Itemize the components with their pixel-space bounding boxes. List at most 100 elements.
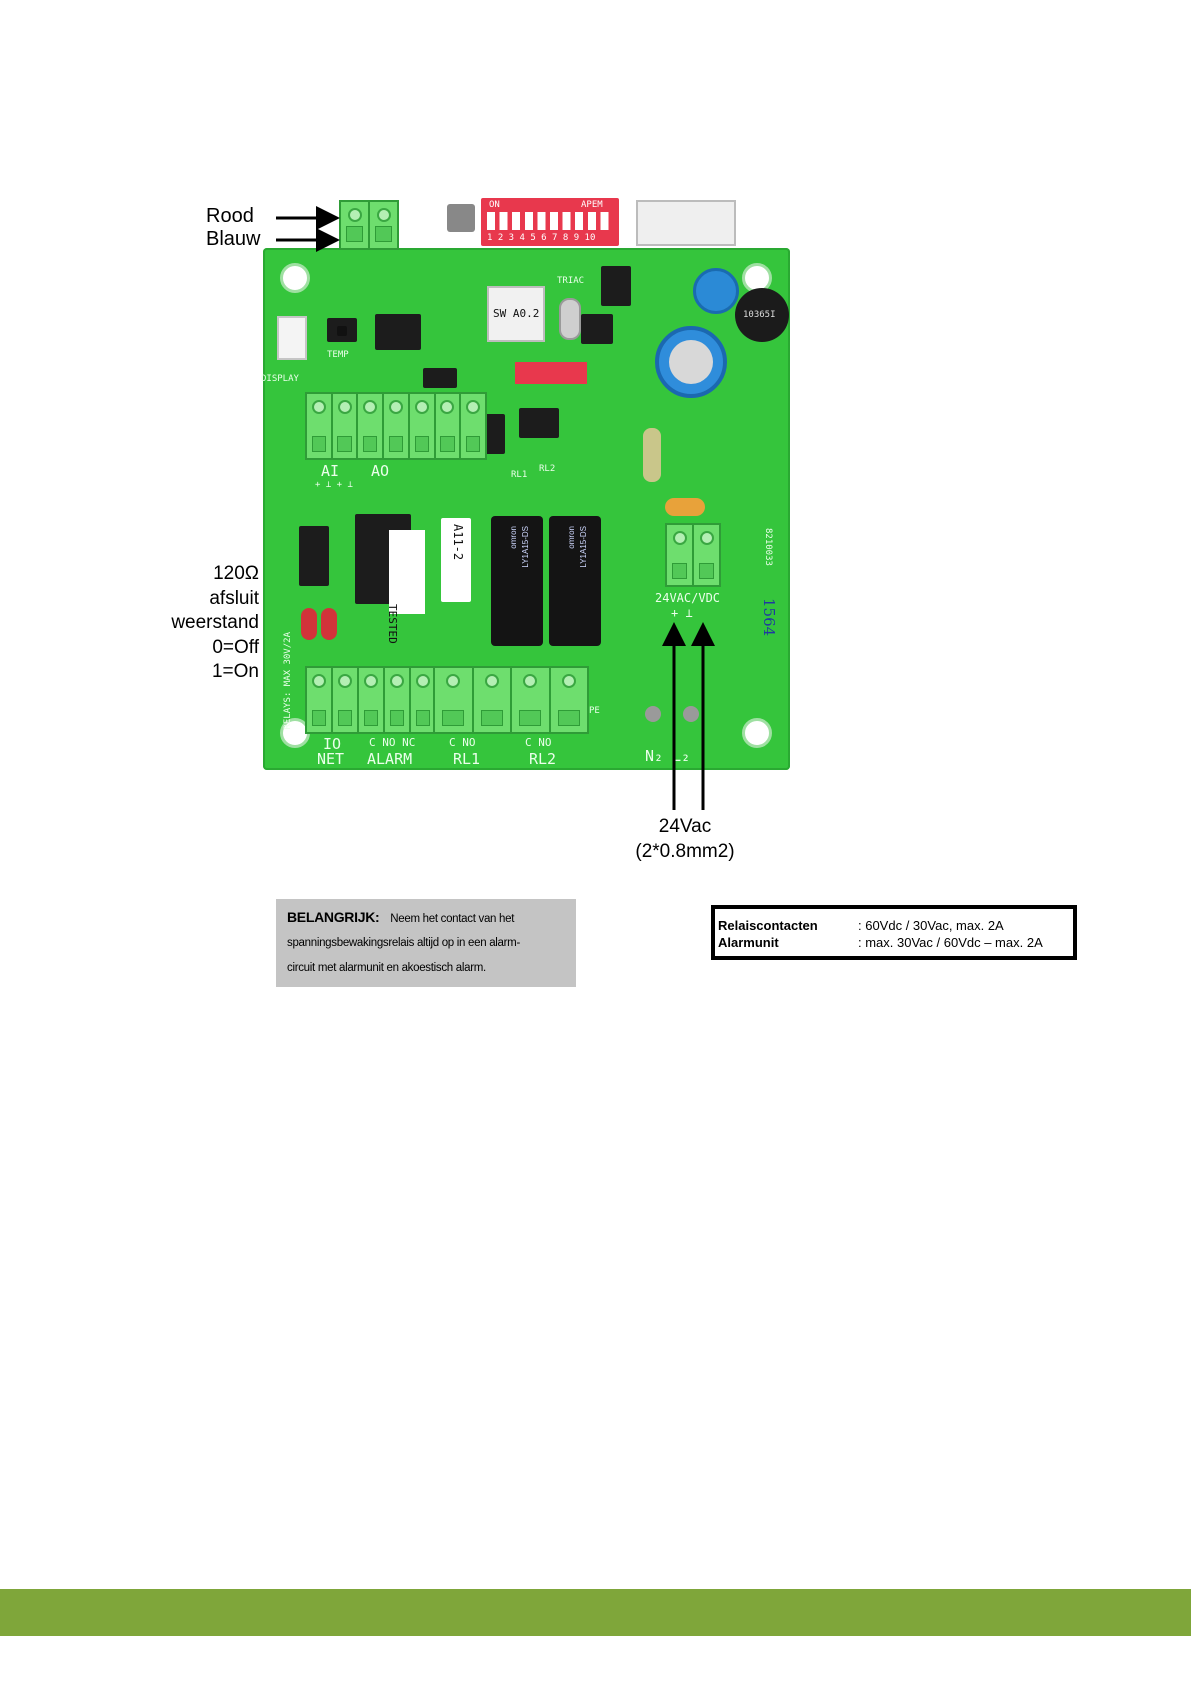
label-blauw: Blauw [206,228,261,250]
terminal-screw [333,394,359,458]
label-resistor-line: afsluit [209,587,259,609]
inductor-label: 10365I [743,310,776,320]
firmware-sticker: A11-2 [441,518,471,602]
alarm-label: ALARM [367,750,413,768]
dip-brand-label: APEM [581,200,603,210]
pe-label: PE [589,706,600,716]
terminal-screw [384,394,410,458]
spec-key: Relaiscontacten [718,918,818,933]
rl2-small-label: RL2 [539,464,556,474]
label-resistor-line: 120Ω [213,563,259,584]
io-label: IO [323,735,342,753]
display-label: DISPLAY [261,374,299,384]
label-resistor-line: 1=On [211,661,259,682]
jumper-resistor [321,608,337,640]
pcb-board-image: ON APEM 1 2 3 4 5 6 7 8 9 10 DISPLAY TRI… [261,198,790,770]
terminal-screw [436,394,462,458]
ic-chip [423,368,457,388]
a11-label: A11-2 [451,524,465,561]
terminal-screw [512,668,551,732]
bus-terminal [339,200,399,250]
important-note: BELANGRIJK: Neem het contact van het spa… [276,899,576,987]
ic-chip [581,314,613,344]
terminal-screw [410,394,436,458]
spec-value: : max. 30Vac / 60Vdc – max. 2A [858,935,1043,950]
terminal-screw [461,394,485,458]
capacitor [693,268,739,314]
ai-label: AI [321,462,340,480]
important-title: BELANGRIJK: [287,909,380,925]
relay-model: LY1A15-DS [521,526,530,568]
microcontroller: SW A0.2 [487,286,545,342]
terminal-screw [370,202,397,248]
red-header [515,362,587,384]
ic-chip [299,526,329,586]
important-line-1: Neem het contact van het [390,913,515,925]
io-terminal-block [305,392,487,460]
ic-chip [519,408,559,438]
spec-row: Relaiscontacten : 60Vdc / 30Vac, max. 2A [718,917,1069,934]
dip-on-label: ON [489,200,500,210]
rl1-small-label: RL1 [511,470,528,480]
terminal-screw [435,668,474,732]
screw-post [683,706,699,722]
terminal-screw [667,525,694,585]
terminal-screw [333,668,359,732]
mounting-hole [742,718,772,748]
power-label: 24VAC/VDC [655,591,721,605]
relay-brand: omron [509,526,518,549]
terminal-screw [411,668,435,732]
terminal-screw [307,668,333,732]
ic-chip [375,314,421,350]
power-terminal [665,523,721,587]
relay-rl1: omron LY1A15-DS [491,516,543,646]
nl-label: N₂ L₂ [645,747,691,765]
terminal-screw [474,668,512,732]
ic-chip [601,266,631,306]
fuse-resistor [643,428,661,482]
tested-label: TESTED [386,604,399,644]
jumper-resistor [301,608,317,640]
label-terminating-resistor: 120Ω afsluit weerstand 0=Off 1=On [171,562,259,685]
handwritten-number: 1564 [760,598,778,637]
contact-rating-box: Relaiscontacten : 60Vdc / 30Vac, max. 2A… [711,905,1077,960]
label-resistor-line: 0=Off [212,636,259,658]
push-button [447,204,475,232]
spec-value: : 60Vdc / 30Vac, max. 2A [858,918,1004,933]
display-connector [277,316,307,360]
ao-label: AO [371,462,390,480]
terminal-screw [341,202,370,248]
io-net-alarm-terminal [305,666,437,734]
dip-levers [487,212,613,230]
ai-ao-signs: + ⊥ + ⊥ [315,480,353,490]
relays-rating: RELAYS: MAX 30V/2A [283,632,293,730]
capacitor-top [669,340,713,384]
label-supply-voltage: 24Vac [658,816,712,837]
spec-row: Alarmunit : max. 30Vac / 60Vdc – max. 2A [718,934,1069,951]
crystal [559,298,581,340]
label-supply-wire: (2*0.8mm2) [635,841,735,862]
terminal-screw [307,394,333,458]
board-code: 8210033 [763,528,773,566]
inductor: 10365I [735,288,789,342]
temp-label: TEMP [327,350,349,360]
label-supply: 24Vac (2*0.8mm2) [635,814,735,864]
relay-brand: omron [567,526,576,549]
terminal-screw [358,394,385,458]
rl1-contacts: C NO [449,736,476,749]
footer-bar [0,1589,1191,1636]
label-rood: Rood [206,205,254,227]
dip-numbers: 1 2 3 4 5 6 7 8 9 10 [487,233,596,243]
relay-rl2: omron LY1A15-DS [549,516,601,646]
label-resistor-line: weerstand [171,612,259,633]
varistor [665,498,705,516]
spec-key: Alarmunit [718,935,779,950]
net-label: NET [317,750,345,768]
tested-sticker: TESTED [386,530,425,644]
terminal-screw [694,525,719,585]
mounting-hole [280,263,310,293]
ic-chip [337,326,347,336]
rl2-contacts: C NO [525,736,552,749]
alarm-contacts: C NO NC [369,736,416,749]
power-signs: + ⊥ [671,606,693,620]
